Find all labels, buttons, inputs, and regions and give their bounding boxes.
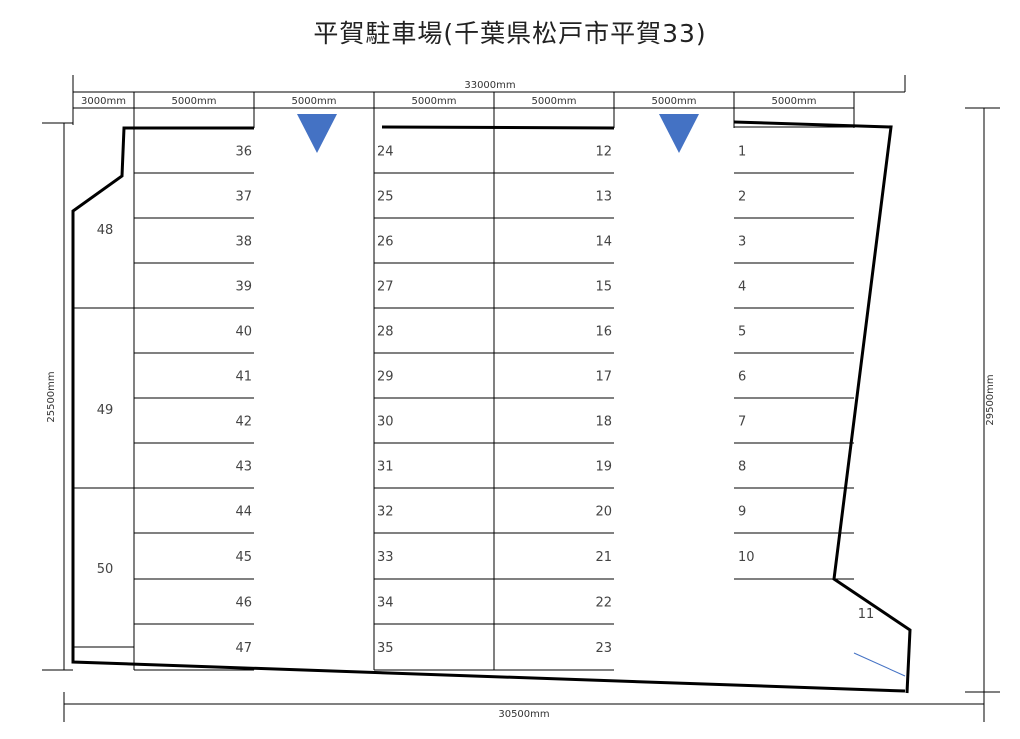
space-number: 1 — [738, 145, 746, 160]
space-number: 19 — [595, 460, 612, 475]
space-number: 34 — [377, 596, 394, 611]
space-number: 17 — [595, 370, 612, 385]
space-number: 39 — [235, 280, 252, 295]
space-number: 25 — [377, 190, 394, 205]
top-total-dimension: 33000mm — [464, 80, 515, 91]
space-number: 29 — [377, 370, 394, 385]
bottom-dimension: 30500mm — [498, 709, 549, 720]
space-number: 40 — [235, 325, 252, 340]
space-number: 42 — [235, 415, 252, 430]
space-number: 13 — [595, 190, 612, 205]
entrance-marker-icon — [297, 114, 337, 153]
segment-dimension: 5000mm — [172, 96, 217, 107]
dimension-lines: 33000mm 25500mm 29500mm 30500mm 3000mm 50… — [42, 75, 1000, 722]
page-title: 平賀駐車場(千葉県松戸市平賀33) — [313, 19, 707, 48]
segment-dimension: 5000mm — [532, 96, 577, 107]
space-number: 22 — [595, 596, 612, 611]
space-number: 4 — [738, 280, 746, 295]
space-number: 48 — [97, 223, 114, 238]
space-number: 26 — [377, 235, 394, 250]
space-number: 27 — [377, 280, 394, 295]
space-number: 14 — [595, 235, 612, 250]
space-number: 16 — [595, 325, 612, 340]
space-number: 9 — [738, 505, 746, 520]
space-number: 3 — [738, 235, 746, 250]
space-number: 10 — [738, 550, 755, 565]
space-number: 38 — [235, 235, 252, 250]
space-number: 2 — [738, 190, 746, 205]
space-number: 30 — [377, 415, 394, 430]
space-number: 49 — [97, 403, 114, 418]
space-number: 31 — [377, 460, 394, 475]
space-number: 33 — [377, 550, 394, 565]
segment-dimension: 5000mm — [292, 96, 337, 107]
parking-grid — [73, 126, 854, 671]
entrance-marker-icon — [659, 114, 699, 153]
space-number: 32 — [377, 505, 394, 520]
space-number: 7 — [738, 415, 746, 430]
left-dimension: 25500mm — [46, 371, 57, 422]
space-number: 41 — [235, 370, 252, 385]
space-number: 47 — [235, 641, 252, 656]
space-number: 11 — [858, 607, 875, 622]
space-number: 12 — [595, 145, 612, 160]
right-dimension: 29500mm — [985, 374, 996, 425]
space-number: 15 — [595, 280, 612, 295]
space-number: 21 — [595, 550, 612, 565]
space-number: 23 — [595, 641, 612, 656]
segment-dimension: 3000mm — [81, 96, 126, 107]
space-number: 44 — [235, 505, 252, 520]
space-number: 18 — [595, 415, 612, 430]
space-number: 24 — [377, 145, 394, 160]
space-number: 36 — [235, 145, 252, 160]
segment-dimension: 5000mm — [652, 96, 697, 107]
boundary — [71, 120, 912, 694]
space-number: 28 — [377, 325, 394, 340]
space-number: 6 — [738, 370, 746, 385]
space-number: 46 — [235, 596, 252, 611]
space-number: 45 — [235, 550, 252, 565]
segment-dimension: 5000mm — [772, 96, 817, 107]
space-number: 43 — [235, 460, 252, 475]
space-number: 50 — [97, 562, 114, 577]
space-number: 8 — [738, 460, 746, 475]
segment-dimension: 5000mm — [412, 96, 457, 107]
space-number: 37 — [235, 190, 252, 205]
space-number: 20 — [595, 505, 612, 520]
space-number: 5 — [738, 325, 746, 340]
accent-line — [853, 652, 906, 677]
space-number: 35 — [377, 641, 394, 656]
